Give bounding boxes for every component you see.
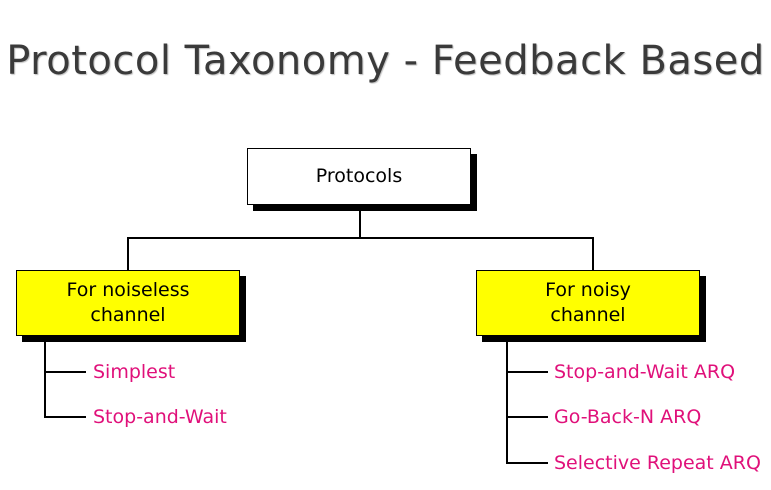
- connector-left-drop: [127, 237, 129, 270]
- connector-right-drop: [592, 237, 594, 270]
- leaf-stop-and-wait: Stop-and-Wait: [93, 406, 227, 428]
- category-noisy-label-line1: For noisy: [545, 279, 631, 302]
- category-noiseless-label-line1: For noiseless: [66, 279, 190, 302]
- root-node-protocols: Protocols: [247, 148, 471, 205]
- leaf-simplest: Simplest: [93, 361, 176, 383]
- category-noisy-channel: For noisy channel: [476, 270, 700, 336]
- slide-title: Protocol Taxonomy - Feedback Based: [6, 38, 765, 84]
- category-noisy-label-line2: channel: [550, 304, 626, 326]
- root-node-label: Protocols: [315, 165, 403, 188]
- tree-left-trunk: [44, 336, 46, 418]
- tree-right-branch-3: [506, 462, 548, 464]
- tree-right-branch-2: [506, 416, 548, 418]
- tree-right-trunk: [506, 336, 508, 464]
- tree-left-branch-2: [44, 416, 86, 418]
- category-noiseless-channel: For noiseless channel: [16, 270, 240, 336]
- leaf-go-back-n-arq: Go-Back-N ARQ: [554, 406, 702, 428]
- category-noiseless-label-line2: channel: [90, 304, 166, 326]
- tree-left-branch-1: [44, 371, 86, 373]
- leaf-stop-and-wait-arq: Stop-and-Wait ARQ: [554, 361, 736, 383]
- connector-horizontal-bar: [127, 237, 594, 239]
- connector-root-down: [359, 205, 361, 239]
- leaf-selective-repeat-arq: Selective Repeat ARQ: [554, 452, 761, 474]
- tree-right-branch-1: [506, 371, 548, 373]
